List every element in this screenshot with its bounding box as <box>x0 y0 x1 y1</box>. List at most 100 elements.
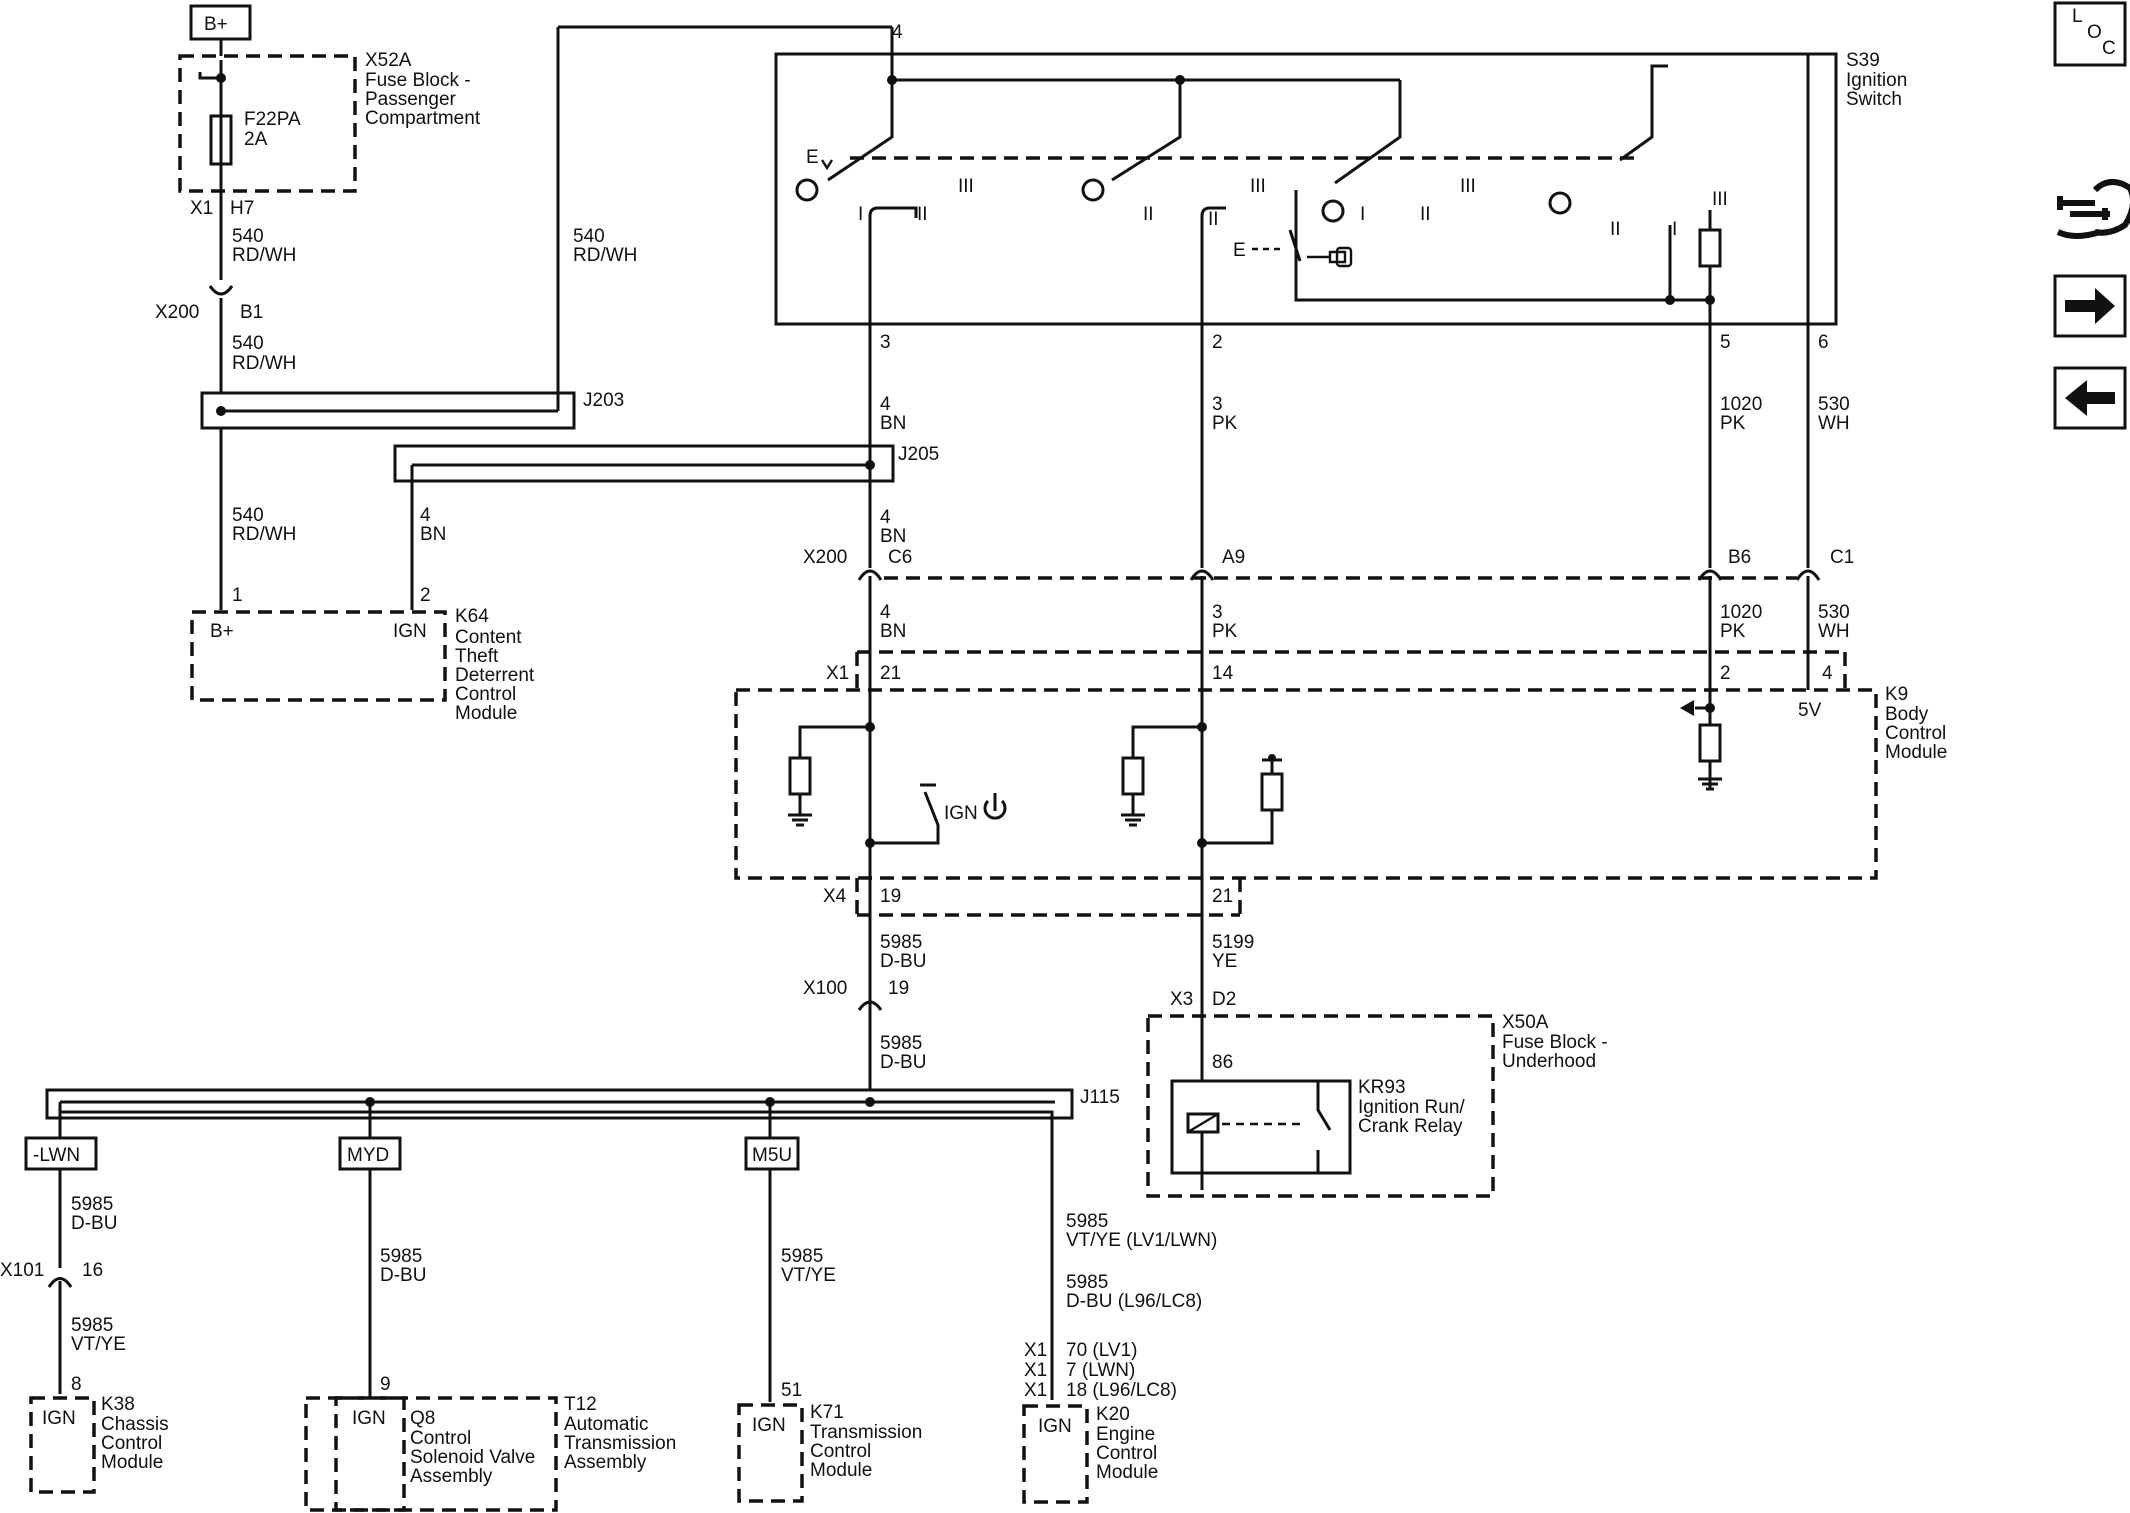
k20-x1-c: X1 <box>1024 1380 1047 1401</box>
p5-pos-ii: II <box>1610 219 1621 240</box>
next-arrow-icon[interactable] <box>2065 288 2115 324</box>
k64-ref: K64 <box>455 606 489 627</box>
connector-tools-icon[interactable] <box>2056 179 2130 239</box>
x200-c6: C6 <box>888 547 912 568</box>
circuit-4-k64: 4 <box>420 505 431 526</box>
k9-x1-label: X1 <box>826 663 849 684</box>
k20-desc-2: Control <box>1096 1443 1157 1464</box>
switch-resistor-icon <box>1698 228 1722 268</box>
power-icon <box>983 799 1007 820</box>
k38-ign-label: IGN <box>42 1408 76 1429</box>
k64-desc-2: Theft <box>455 646 499 667</box>
color-dbu-a: D-BU <box>880 951 926 972</box>
color-pk-d: PK <box>1720 621 1746 642</box>
p5-pos-i: I <box>1672 219 1677 240</box>
fuse-name: F22PA <box>244 109 301 130</box>
connector-x101 <box>47 1277 73 1288</box>
k38-desc-3: Module <box>101 1452 163 1473</box>
splice-j115 <box>45 1088 1074 1120</box>
t12-assembly-outline <box>304 1396 558 1512</box>
k20-ign-label: IGN <box>1038 1416 1072 1437</box>
k9-5v-label: 5V <box>1798 700 1822 721</box>
s39-pin-2: 2 <box>1212 332 1223 353</box>
color-rdwh-c: RD/WH <box>573 245 637 266</box>
x52a-desc-1: Fuse Block - <box>365 70 471 91</box>
color-pk-b: PK <box>1720 413 1746 434</box>
k9-desc-1: Body <box>1885 704 1929 725</box>
circuit-5985-ecm-b: 5985 <box>1066 1272 1108 1293</box>
loc-l: L <box>2072 6 2083 27</box>
color-wh-b: WH <box>1818 621 1850 642</box>
color-rdwh-b: RD/WH <box>232 353 296 374</box>
s39-ignition-switch-outline <box>774 52 1838 326</box>
loc-icon[interactable] <box>2053 1 2127 67</box>
p5-pos-iii: III <box>1712 189 1728 210</box>
kr93-pin-86: 86 <box>1212 1052 1233 1073</box>
option-lwn-label: -LWN <box>33 1145 80 1166</box>
q8-ign-label: IGN <box>352 1408 386 1429</box>
color-bn-k64: BN <box>420 524 446 545</box>
color-ye: YE <box>1212 951 1237 972</box>
p1-pos-i: I <box>858 204 863 225</box>
loc-button[interactable]: L O C <box>2053 1 2127 67</box>
k71-desc-3: Module <box>810 1460 872 1481</box>
circuit-530-b: 530 <box>1818 602 1850 623</box>
circuit-5985-m5u: 5985 <box>781 1246 823 1267</box>
k9-pin2-resistor <box>1698 723 1722 763</box>
k64-desc-3: Deterrent <box>455 665 535 686</box>
x100-label: X100 <box>803 978 847 999</box>
color-rdwh-d: RD/WH <box>232 524 296 545</box>
k38-module-outline <box>29 1396 96 1494</box>
circuit-5985-a: 5985 <box>880 932 922 953</box>
option-myd-box <box>338 1136 402 1171</box>
k9-desc-3: Module <box>1885 742 1947 763</box>
p2-pos-iii: III <box>1250 176 1266 197</box>
kr93-desc-2: Crank Relay <box>1358 1116 1463 1137</box>
circuit-3-a: 3 <box>1212 394 1223 415</box>
p4-pos-i: I <box>1360 204 1365 225</box>
h7-label: H7 <box>230 198 254 219</box>
ground-icon-a <box>788 794 812 827</box>
k20-desc-3: Module <box>1096 1462 1158 1483</box>
previous-arrow-button[interactable] <box>2053 366 2127 430</box>
x200-a9: A9 <box>1222 547 1245 568</box>
color-vtye-lv1-lwn: VT/YE (LV1/LWN) <box>1066 1230 1217 1251</box>
next-arrow-button[interactable] <box>2053 274 2127 338</box>
circuit-540-b: 540 <box>232 333 264 354</box>
x4-pin-19: 19 <box>880 886 901 907</box>
connector-x100 <box>857 1000 883 1011</box>
relay-contact-icon <box>1316 1081 1332 1173</box>
x4-pin-21: 21 <box>1212 886 1233 907</box>
circuit-5985-k38: 5985 <box>71 1315 113 1336</box>
option-m5u-box <box>744 1136 800 1171</box>
loc-c: C <box>2102 38 2116 59</box>
k9-pulldown-resistor-a <box>788 756 812 796</box>
j203-label: J203 <box>583 390 624 411</box>
k38-pin-8: 8 <box>71 1374 82 1395</box>
k71-pin-51: 51 <box>781 1380 802 1401</box>
q8-pin-9: 9 <box>380 1374 391 1395</box>
circuit-5985-myd: 5985 <box>380 1246 422 1267</box>
x50a-ref: X50A <box>1502 1012 1549 1033</box>
p1-pos-iii: III <box>958 176 974 197</box>
contact-off-2 <box>1081 178 1105 202</box>
k64-pin-2: 2 <box>420 585 431 606</box>
k9-pulldown-resistor-b <box>1121 756 1145 796</box>
q8-desc-3: Assembly <box>410 1466 493 1487</box>
k71-desc-2: Control <box>810 1441 871 1462</box>
option-m5u-label: M5U <box>752 1145 792 1166</box>
x3-label: X3 <box>1170 989 1193 1010</box>
x50a-fuse-block-outline <box>1146 1014 1495 1198</box>
k9-ref: K9 <box>1885 684 1908 705</box>
s39-pin-6: 6 <box>1818 332 1829 353</box>
previous-arrow-icon[interactable] <box>2065 380 2115 416</box>
k38-desc-1: Chassis <box>101 1414 169 1435</box>
x4-label: X4 <box>823 886 847 907</box>
k9-pin-2: 2 <box>1720 663 1731 684</box>
color-dbu-lwn: D-BU <box>71 1213 117 1234</box>
k20-x1-b: X1 <box>1024 1360 1047 1381</box>
color-pk-c: PK <box>1212 621 1238 642</box>
circuit-4-b: 4 <box>880 507 891 528</box>
x200-label-a: X200 <box>155 302 199 323</box>
k9-pullup-resistor <box>1260 772 1284 812</box>
